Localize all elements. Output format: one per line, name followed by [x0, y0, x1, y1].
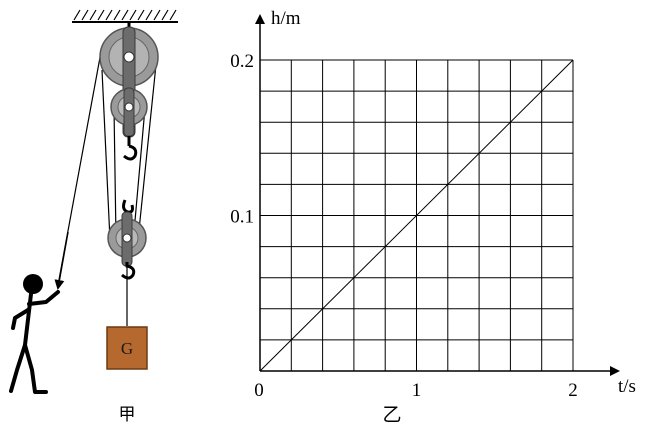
hook-icon — [123, 136, 138, 161]
ceiling-support — [72, 9, 178, 32]
chart-tick-labels: 1 2 0.1 0.2 — [230, 51, 578, 401]
height-time-chart: 1 2 0.1 0.2 t/s h/m 0 乙 — [230, 8, 636, 426]
movable-pulley — [107, 199, 147, 280]
pull-arrow — [54, 231, 69, 290]
x-tick-label: 2 — [568, 380, 578, 401]
fixed-pulley-small — [110, 87, 148, 161]
load-block — [106, 326, 148, 370]
y-tick-label: 0.1 — [230, 207, 254, 228]
block-label: G — [121, 339, 133, 358]
rope — [57, 51, 158, 326]
series-line — [259, 59, 574, 372]
y-axis-label: h/m — [271, 8, 301, 29]
pulley-system-figure: G 甲 — [9, 9, 178, 425]
hook-icon — [121, 262, 136, 280]
chart-axes — [255, 14, 620, 376]
origin-label: 0 — [254, 380, 264, 401]
figure-caption-left: 甲 — [119, 405, 136, 425]
person-figure — [9, 274, 60, 394]
chart-series — [259, 59, 574, 372]
figure-caption-right: 乙 — [382, 404, 401, 426]
x-axis-label: t/s — [618, 376, 636, 397]
y-tick-label: 0.2 — [230, 51, 254, 72]
fixed-pulley-large — [99, 26, 159, 138]
x-tick-label: 1 — [412, 380, 422, 401]
hook-icon — [122, 199, 134, 214]
